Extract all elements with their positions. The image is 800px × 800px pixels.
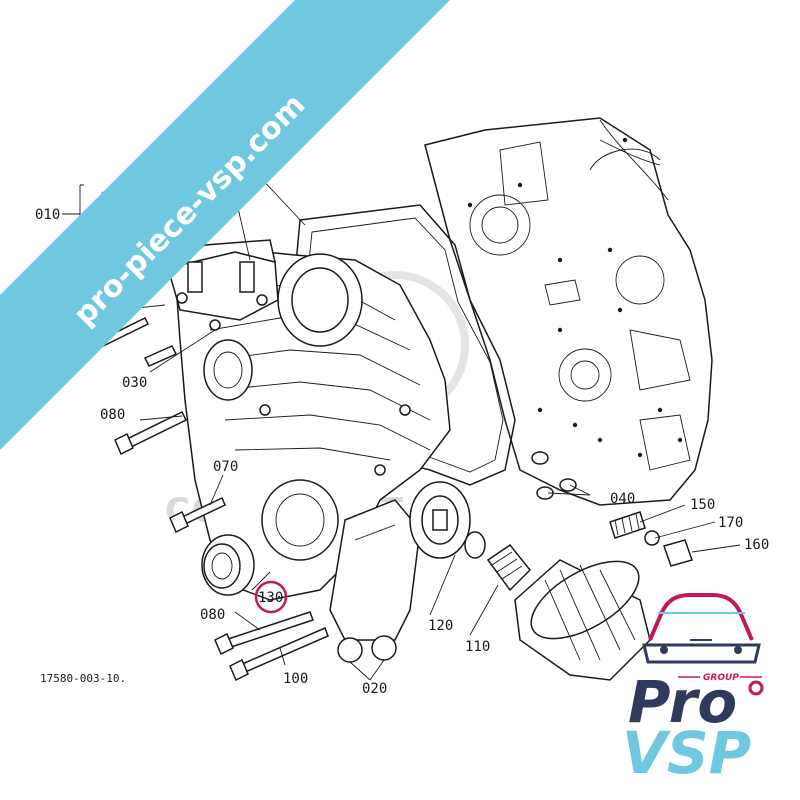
label-160: 160 — [744, 537, 769, 553]
label-080-upper: 080 — [100, 407, 125, 423]
label-080-lower: 080 — [200, 607, 225, 623]
label-110: 110 — [465, 639, 490, 655]
relief-valve-parts — [531, 451, 693, 567]
label-070: 070 — [213, 459, 238, 475]
label-030-lower: 030 — [122, 375, 147, 391]
label-020-lower: 020 — [362, 681, 387, 697]
bolt-080-lower — [214, 611, 314, 656]
pro-vsp-logo: GROUP Pro VSP — [622, 593, 764, 787]
bolt-080-upper — [114, 410, 188, 456]
label-150: 150 — [690, 497, 715, 513]
label-120: 120 — [428, 618, 453, 634]
diagram-reference-number: 17580-003-10. — [40, 672, 126, 685]
car-outline-icon — [642, 593, 761, 664]
engine-block — [424, 117, 713, 506]
pin-030 — [143, 345, 178, 367]
pump-housing — [329, 499, 421, 663]
logo-vsp-text: VSP — [622, 719, 751, 787]
oil-filter-cartridge — [514, 559, 651, 681]
label-130: 130 — [258, 590, 283, 606]
highlight-ring-130 — [254, 580, 288, 614]
logo-dot-icon — [748, 680, 764, 696]
logo-group-text: GROUP — [703, 673, 739, 683]
label-040: 040 — [610, 491, 635, 507]
bolt-100 — [229, 626, 329, 682]
filter-connector — [486, 543, 532, 592]
seal-ring — [201, 534, 255, 596]
gear-case-cover — [174, 249, 451, 601]
label-100: 100 — [283, 671, 308, 687]
top-housing-010 — [167, 239, 279, 321]
bolt-070 — [169, 496, 226, 534]
oil-filter-base — [409, 481, 486, 559]
logo-pro-text: Pro — [628, 668, 737, 736]
label-170: 170 — [718, 515, 743, 531]
banner-stripe — [0, 0, 450, 450]
label-010: 010 — [35, 207, 60, 223]
